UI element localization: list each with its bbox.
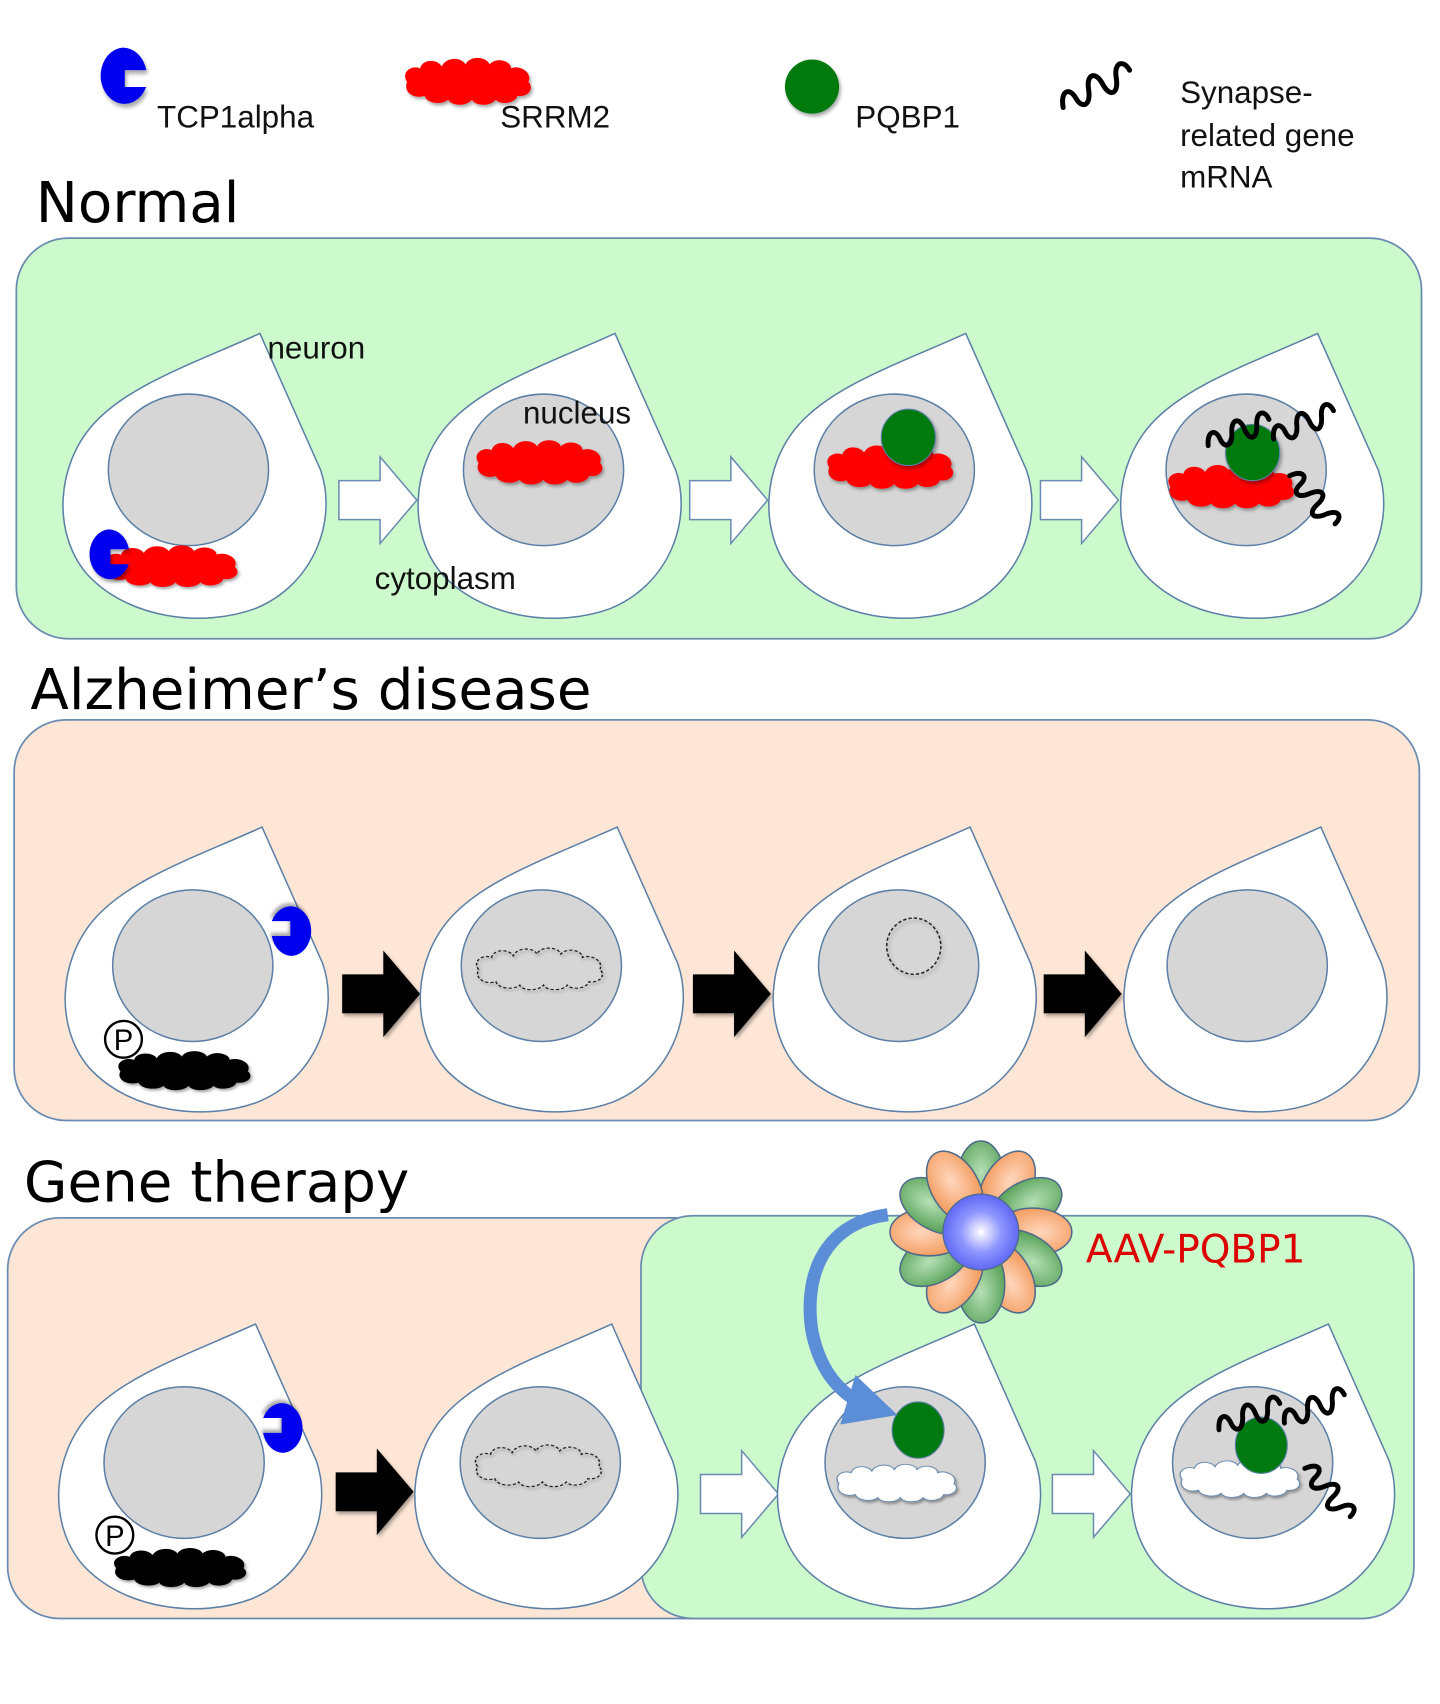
phospho-icon: [103, 1019, 144, 1059]
label-nucleus: nucleus: [523, 395, 631, 430]
legend-label-mrna: Synapse- related gene mRNA: [1180, 75, 1363, 194]
section-title-normal: Normal: [36, 171, 240, 236]
legend-item-mrna: Synapse- related gene mRNA: [1056, 62, 1363, 194]
panel-alzheimers: [13, 719, 1421, 1122]
pqbp1-icon: [880, 408, 936, 467]
normal-cell-2: [417, 332, 682, 619]
nucleus: [460, 889, 623, 1043]
nucleus: [817, 889, 980, 1043]
gt-cell-2: [414, 1323, 679, 1610]
phospho-icon: [95, 1515, 135, 1555]
legend-label-mrna-line3: mRNA: [1180, 159, 1272, 194]
legend-label-srrm2: SRRM2: [500, 100, 610, 135]
legend-label-tcp1alpha: TCP1alpha: [157, 100, 315, 135]
ad-cell-4: [1123, 826, 1388, 1113]
legend-item-tcp1alpha: TCP1alpha: [100, 47, 315, 135]
legend-label-pqbp1: PQBP1: [855, 100, 960, 135]
nucleus: [111, 889, 274, 1043]
legend: TCP1alpha SRRM2 PQBP1 Synapse- related g…: [100, 47, 1363, 194]
aav-pqbp1-label: AAV-PQBP1: [1086, 1227, 1306, 1272]
normal-cell-4: [1119, 332, 1385, 619]
nucleus: [1166, 889, 1329, 1043]
pqbp1-icon: [784, 59, 840, 114]
legend-item-srrm2: SRRM2: [405, 57, 610, 135]
tcp1alpha-icon: [100, 47, 147, 104]
mrna-icon: [1056, 62, 1136, 112]
nucleus: [107, 393, 270, 547]
legend-label-mrna-line2: related gene: [1180, 118, 1354, 153]
label-cytoplasm: cytoplasm: [375, 561, 516, 596]
phospho-label: P: [114, 1025, 133, 1057]
section-title-gene-therapy: Gene therapy: [24, 1151, 409, 1216]
gt-cell-3: [776, 1323, 1042, 1610]
normal-cell-1: [62, 332, 327, 619]
pqbp1-lost-icon: [885, 917, 942, 976]
legend-label-mrna-line1: Synapse-: [1180, 75, 1313, 110]
legend-item-pqbp1: PQBP1: [784, 59, 960, 135]
pqbp1-icon: [1225, 423, 1281, 482]
srrm2-icon: [405, 57, 531, 105]
nucleus: [103, 1386, 265, 1540]
phospho-label: P: [105, 1521, 125, 1553]
ad-cell-3: [772, 826, 1037, 1113]
pqbp1-icon: [1234, 1416, 1288, 1474]
section-title-alzheimers: Alzheimer’s disease: [30, 658, 591, 723]
gt-cell-1: P: [57, 1323, 323, 1610]
label-neuron: neuron: [267, 330, 365, 365]
ad-cell-2: [419, 826, 685, 1113]
ad-cell-1: P: [64, 826, 329, 1113]
delivery-arrow: [803, 1208, 898, 1425]
aav-vector-icon: [889, 1140, 1073, 1324]
aav-core: [942, 1193, 1020, 1271]
normal-cell-3: [768, 332, 1033, 619]
panel-normal: [15, 237, 1423, 640]
gt-cell-4: [1130, 1323, 1396, 1610]
nucleus: [459, 1386, 622, 1540]
pqbp1-icon: [891, 1401, 945, 1459]
